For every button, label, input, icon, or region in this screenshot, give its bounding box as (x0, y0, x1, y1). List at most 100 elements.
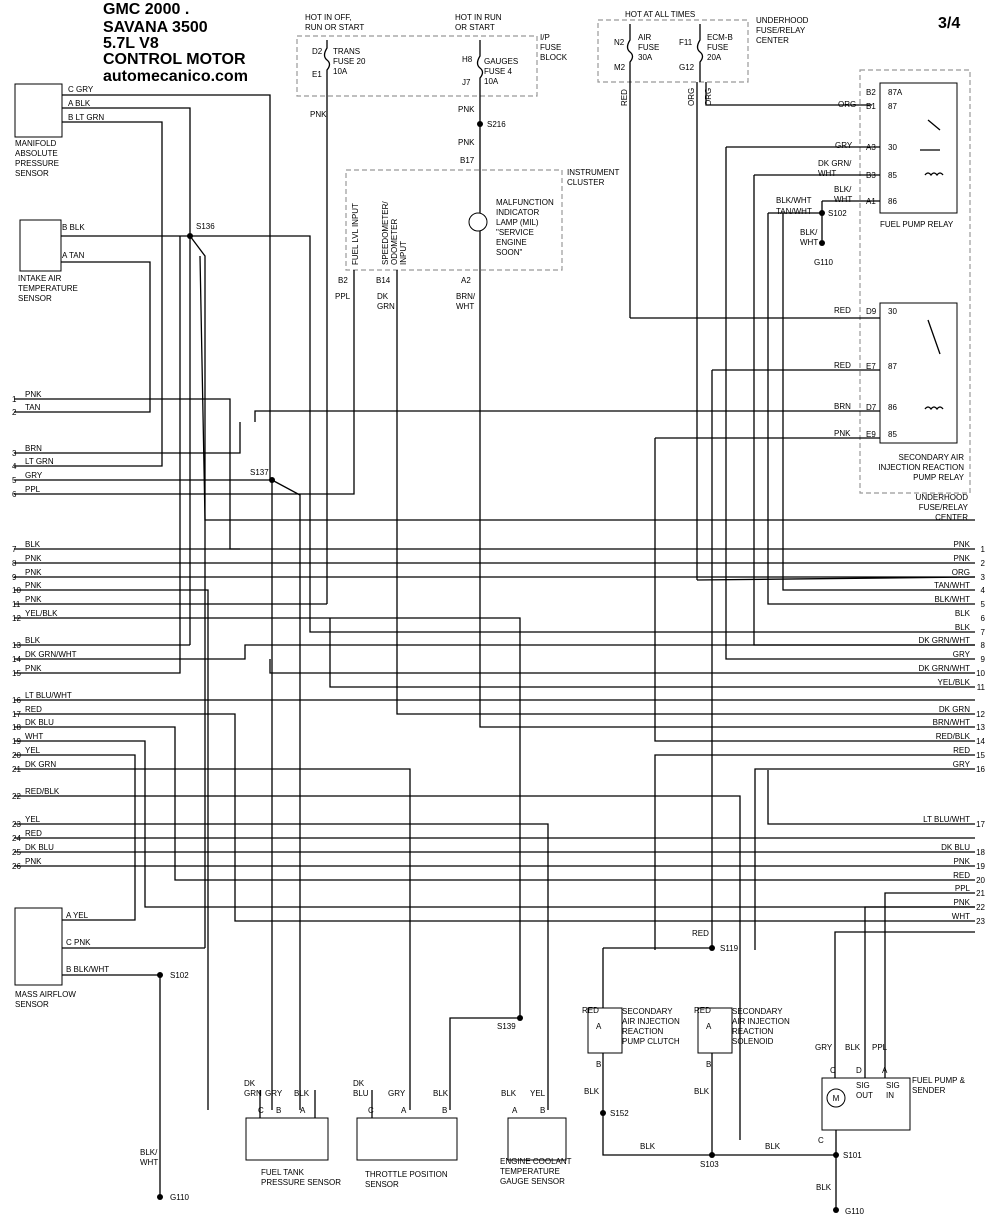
maf-blkwht-label: WHT (140, 1158, 158, 1167)
mil-lamp-icon (468, 212, 488, 232)
air-fuse-wire (626, 24, 634, 318)
iat-blk-wire (61, 235, 975, 633)
pump-clutch-label: PUMP CLUTCH (622, 1037, 680, 1046)
right-pin-14: 14 (976, 737, 985, 746)
ip-fuse-block-label: I/P (540, 33, 550, 42)
header-system: CONTROL MOTOR (103, 51, 246, 68)
right-wire-label-21: PPL (955, 884, 971, 893)
s137-dot (269, 477, 275, 483)
ftp-wire-label: BLK (294, 1089, 310, 1098)
wire-blkwht-label: BLK/ (834, 185, 852, 194)
wire-red-label: RED (692, 929, 709, 938)
header-engine: 5.7L V8 (103, 35, 159, 52)
map-blk-wire (62, 107, 191, 645)
air-solenoid-label: REACTION (732, 1027, 774, 1036)
fuel-pump-label: FUEL PUMP & (912, 1076, 966, 1085)
ecmb-fuse-label: ECM-B (707, 33, 733, 42)
ftp-wire-label: DK (244, 1079, 256, 1088)
s216-label: S216 (487, 120, 506, 129)
redblk22-wire (14, 795, 741, 1140)
right-pin-2: 2 (981, 559, 986, 568)
left-pin-23: 23 (12, 820, 21, 829)
ecmb-fuse-label: 20A (707, 53, 722, 62)
trans-fuse-label: 10A (333, 67, 348, 76)
pin-b14: B14 (376, 276, 391, 285)
map-wire-label: A BLK (68, 99, 91, 108)
tps-pin: B (442, 1106, 447, 1115)
left-pin-26: 26 (12, 862, 21, 871)
right-wire-label-11: YEL/BLK (938, 678, 971, 687)
pin-b2: B2 (338, 276, 348, 285)
tps-wire-label: BLK (433, 1089, 449, 1098)
right-wire-label-1: PNK (954, 540, 971, 549)
s119-label: S119 (720, 944, 739, 953)
fuel-relay-terminal: 30 (888, 143, 897, 152)
right-pin-13: 13 (976, 723, 985, 732)
hot-off-run-start-label: HOT IN OFF, (305, 13, 352, 22)
fuel-relay-terminal: 87 (888, 102, 897, 111)
s152-label: S152 (610, 1109, 629, 1118)
air-pump-relay-label: SECONDARY AIR (898, 453, 964, 462)
left-wire-label-5: GRY (25, 471, 43, 480)
s139-tps-wire (449, 1017, 520, 1110)
maf-sensor-label: MASS AIRFLOW (15, 990, 76, 999)
ect-pin: A (512, 1106, 518, 1115)
wire-red-label: RED (834, 306, 851, 315)
ip-fuse-block (296, 35, 538, 97)
left-wire-label-13: BLK (25, 636, 41, 645)
right-wire-label-4: TAN/WHT (934, 581, 970, 590)
s137-label: S137 (250, 468, 269, 477)
wire-blk-label: BLK (640, 1142, 656, 1151)
air-fuse-label: FUSE (638, 43, 659, 52)
left-wire-label-10: PNK (25, 581, 42, 590)
right-pin-22: 22 (976, 903, 985, 912)
underhood-top-label: UNDERHOOD (756, 16, 809, 25)
map-wire-label: B LT GRN (68, 113, 104, 122)
fuel-pump-relay-label: FUEL PUMP RELAY (880, 220, 954, 229)
instrument-cluster-box (345, 169, 563, 271)
s137-gry-wire (271, 479, 301, 1110)
left-wire-label-2: TAN (25, 403, 41, 412)
right-pin-18: 18 (976, 848, 985, 857)
fuel-relay-pin: A1 (866, 197, 876, 206)
hot-all-times-label: HOT AT ALL TIMES (625, 10, 695, 19)
ect-sensor-label: TEMPERATURE (500, 1167, 560, 1176)
left-pin-10: 10 (12, 586, 21, 595)
dkblu18-wire (14, 726, 975, 881)
s136-dot (187, 233, 193, 239)
maf-s102-label: S102 (170, 971, 189, 980)
underhood-center-label: FUSE/RELAY (919, 503, 969, 512)
left-pin-12: 12 (12, 614, 21, 623)
wire-red-label: RED (620, 89, 629, 106)
speedometer-input-label: ODOMETER (390, 219, 399, 265)
right-pin-17: 17 (976, 820, 985, 829)
wire-gry-label: GRY (835, 141, 853, 150)
map-gry-wire (62, 94, 271, 480)
pump-clutch-label: REACTION (622, 1027, 664, 1036)
wire-blkwht-label: BLK/ (800, 228, 818, 237)
maf-wire-label: B BLK/WHT (66, 965, 109, 974)
mil-label: ENGINE (496, 238, 527, 247)
pump-sig-in-label: SIG (886, 1081, 900, 1090)
right-wire-label-6: BLK (955, 609, 971, 618)
pin-f11: F11 (679, 38, 693, 47)
underhood-fuse-top (597, 19, 749, 83)
fuel-pump-relay-box (879, 82, 958, 214)
underhood-top-label: CENTER (756, 36, 789, 45)
wire-dkgrnwht-label: DK GRN/ (818, 159, 852, 168)
fuel-relay-pin: A3 (866, 143, 876, 152)
air-relay-pin: D9 (866, 307, 877, 316)
brn3-wire (14, 422, 241, 454)
ect-pin: B (540, 1106, 545, 1115)
instrument-cluster-label: CLUSTER (567, 178, 605, 187)
wire-blk-label: BLK (816, 1183, 832, 1192)
ftp-sensor-box (245, 1117, 329, 1161)
wire-blkwht-label: BLK/WHT (776, 196, 812, 205)
left-pin-1: 1 (12, 395, 17, 404)
hot-run-start-label: HOT IN RUN (455, 13, 502, 22)
yelblk11-wire (329, 618, 975, 688)
left-pin-3: 3 (12, 449, 17, 458)
fuel-relay-pin: B2 (866, 88, 876, 97)
pin-a: A (596, 1022, 602, 1031)
clutch-ground-wire (602, 1053, 836, 1156)
